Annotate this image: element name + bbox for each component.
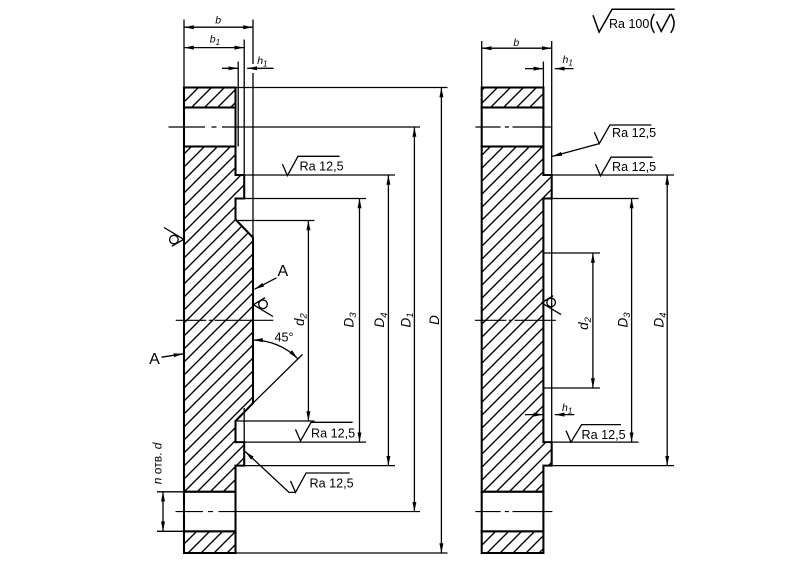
- svg-text:h1: h1: [257, 55, 267, 68]
- svg-text:45°: 45°: [274, 331, 293, 345]
- svg-text:D: D: [427, 315, 442, 325]
- svg-text:A: A: [277, 263, 288, 280]
- svg-text:Ra 12,5: Ra 12,5: [582, 428, 626, 442]
- svg-text:b: b: [513, 37, 519, 49]
- svg-text:h1: h1: [563, 54, 573, 67]
- svg-text:h1: h1: [562, 402, 572, 415]
- svg-text:Ra 12,5: Ra 12,5: [310, 477, 354, 491]
- svg-text:Ra 12,5: Ra 12,5: [612, 160, 656, 174]
- svg-text:Ra 12,5: Ra 12,5: [311, 426, 355, 440]
- svg-text:Ra 12,5: Ra 12,5: [300, 160, 344, 174]
- svg-text:Ra 100: Ra 100: [609, 17, 649, 31]
- svg-text:b1: b1: [210, 34, 220, 47]
- svg-text:Ra 12,5: Ra 12,5: [612, 126, 656, 140]
- svg-text:n отв. d: n отв. d: [150, 442, 164, 484]
- svg-text:b: b: [215, 15, 221, 27]
- svg-text:A: A: [149, 351, 160, 368]
